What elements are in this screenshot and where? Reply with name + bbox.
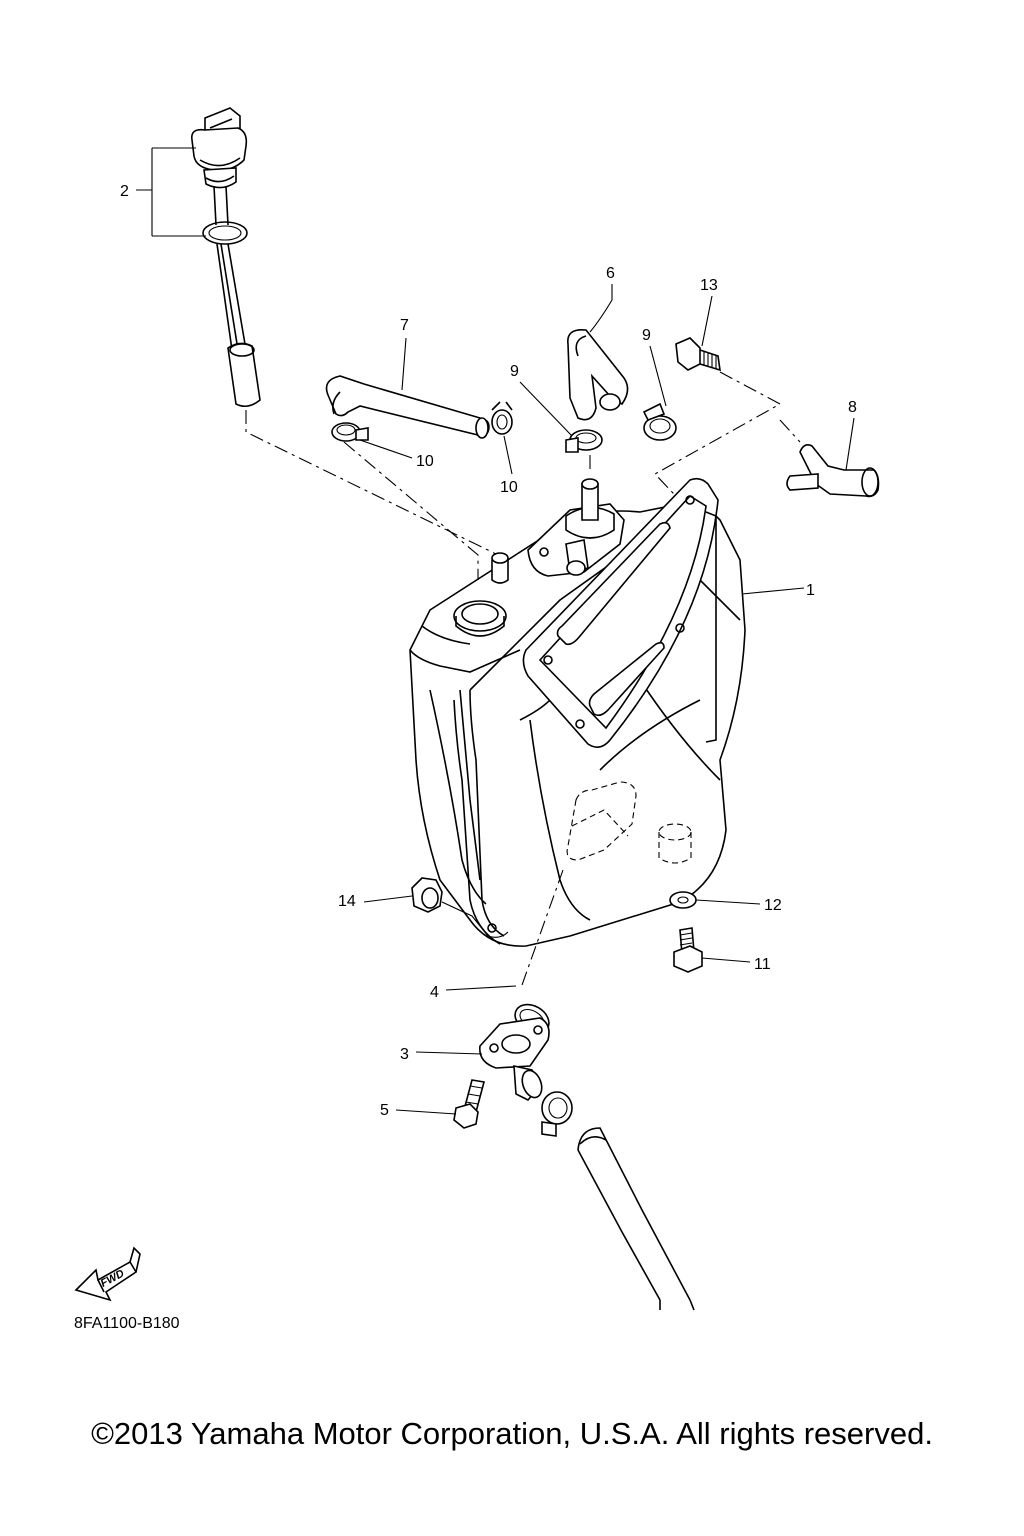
callout-4: 4: [430, 984, 439, 1001]
clamp-part-10-right[interactable]: [491, 401, 513, 435]
callout-6: 6: [606, 265, 615, 282]
outlet-fitting-part-3[interactable]: [479, 1017, 550, 1101]
callout-14: 14: [338, 893, 356, 910]
clamp-part-9-right[interactable]: [642, 402, 677, 441]
drawing-code: 8FA1100-B180: [74, 1315, 180, 1332]
copyright-notice: ©2013 Yamaha Motor Corporation, U.S.A. A…: [91, 1416, 933, 1451]
callout-10-right: 10: [500, 479, 518, 496]
bolt-part-11[interactable]: [673, 927, 703, 973]
elbow-fitting-part-8[interactable]: [786, 444, 880, 498]
oil-tank-part-1[interactable]: [409, 477, 746, 947]
callout-11: 11: [754, 956, 771, 973]
callout-9-right: 9: [642, 327, 651, 344]
callout-1: 1: [806, 582, 815, 599]
assembly-line-hose-7: [343, 441, 479, 580]
callout-13: 13: [700, 277, 718, 294]
hose-part-6[interactable]: [567, 328, 629, 421]
bolt-part-13[interactable]: [675, 337, 721, 372]
nut-part-14[interactable]: [411, 877, 443, 913]
callouts: 2 6 13 7 9 9 8 10 10 1 14 12 11 4 3 5: [120, 147, 857, 1119]
callout-2: 2: [120, 183, 129, 200]
callout-12: 12: [764, 897, 782, 914]
assembly-line-elbow-8: [779, 419, 801, 443]
callout-7: 7: [400, 317, 409, 334]
callout-3: 3: [400, 1046, 409, 1063]
callout-10-left: 10: [416, 453, 434, 470]
assembly-line-outlet: [521, 869, 564, 986]
callout-8: 8: [848, 399, 857, 416]
fwd-arrow-icon: FWD: [74, 1246, 141, 1302]
clamp-part-9-left[interactable]: [565, 429, 603, 453]
assembly-line-sensor: [245, 410, 499, 556]
clamp-part-10-left[interactable]: [331, 422, 369, 442]
callout-9-left: 9: [510, 363, 519, 380]
washer-part-12[interactable]: [669, 891, 697, 909]
lower-hose[interactable]: [577, 1127, 695, 1311]
callout-5: 5: [380, 1102, 389, 1119]
bolt-part-5[interactable]: [453, 1079, 485, 1129]
oil-level-sensor-part-2[interactable]: [190, 107, 261, 408]
leader-14-tank: [441, 901, 509, 938]
lower-clamp[interactable]: [541, 1091, 573, 1137]
hose-part-7[interactable]: [325, 375, 490, 439]
